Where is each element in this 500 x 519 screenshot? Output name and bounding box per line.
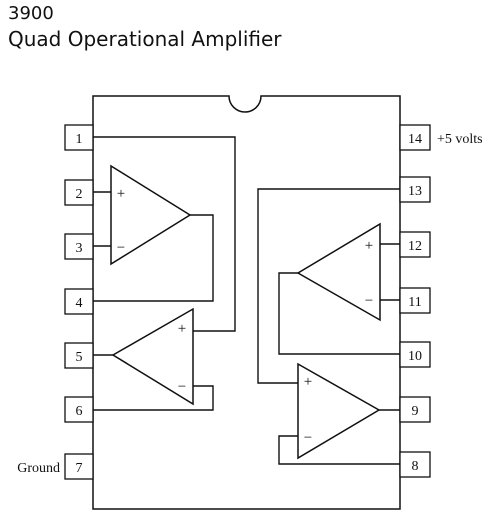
pin-number-3: 3 (76, 241, 83, 256)
wire-out3-pin10 (278, 272, 400, 355)
op-amp-1-plus: + (117, 186, 125, 202)
wire-pin6-in2 (93, 385, 214, 411)
pin-box-14 (399, 124, 431, 151)
pin-number-1: 1 (76, 132, 83, 147)
pin-number-11: 11 (408, 295, 421, 310)
part-number: 3900 (8, 3, 54, 24)
wire-out1-pin4 (93, 214, 214, 302)
pin-box-11 (399, 287, 431, 314)
pin-box-9 (399, 396, 431, 423)
ground-label: Ground (17, 461, 60, 476)
pin-number-10: 10 (408, 349, 422, 364)
op-amp-2-minus: − (178, 379, 186, 395)
chip-description: Quad Operational Amplifier (8, 27, 282, 51)
ic-package-outline (92, 95, 401, 510)
pin-number-9: 9 (412, 404, 419, 419)
pin-box-1 (64, 124, 94, 151)
pin-box-13 (399, 176, 431, 203)
pin-box-7 (64, 453, 94, 480)
pin-number-7: 7 (76, 461, 83, 476)
op-amp-2-plus: + (178, 321, 186, 337)
op-amp-3: + − (296, 222, 381, 322)
wire-pin13-in4 (257, 188, 400, 384)
op-amp-4-minus: − (304, 430, 312, 446)
pin-box-4 (64, 288, 94, 315)
wire-pin8-in4 (278, 435, 400, 465)
pin-box-6 (64, 396, 94, 423)
pin-number-2: 2 (76, 187, 83, 202)
pin-number-13: 13 (408, 184, 422, 199)
pin-number-12: 12 (408, 239, 422, 254)
pin-number-5: 5 (76, 350, 83, 365)
wire-pin1-in2 (93, 136, 236, 332)
pin-number-14: 14 (408, 132, 422, 147)
op-amp-3-plus: + (365, 238, 373, 254)
op-amp-4: + − (297, 362, 381, 460)
pin-number-4: 4 (76, 296, 83, 311)
supply-label: +5 volts (437, 132, 483, 147)
op-amp-1: + − (110, 164, 192, 266)
op-amp-2: + − (111, 307, 194, 406)
pin-box-5 (64, 342, 94, 369)
wiring (93, 136, 400, 465)
op-amp-4-plus: + (304, 374, 312, 390)
pin-number-8: 8 (412, 459, 419, 474)
pin-box-3 (64, 233, 94, 260)
op-amp-3-minus: − (365, 293, 373, 309)
pin-number-6: 6 (76, 404, 83, 419)
op-amp-1-minus: − (117, 240, 125, 256)
